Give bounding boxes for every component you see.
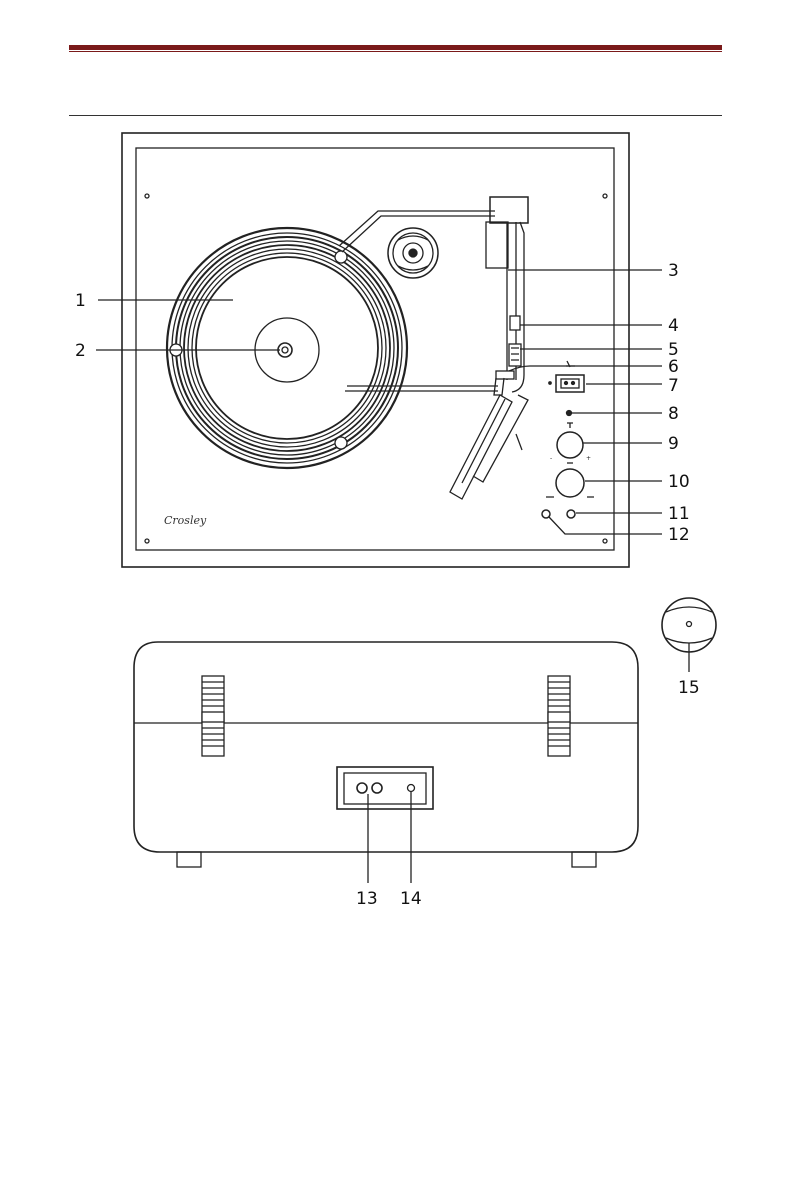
tonearm: [450, 197, 528, 499]
tonearm-frame: [339, 211, 498, 391]
adapter-detail: [662, 598, 716, 672]
callout-8: 8: [668, 404, 679, 424]
headphone-jack: [567, 510, 575, 518]
brand-logo: Crosley: [164, 514, 207, 527]
callout-15: 15: [678, 678, 700, 698]
hinge-right: [548, 676, 570, 756]
callout-9: 9: [668, 434, 679, 454]
callout-3: 3: [668, 261, 679, 281]
aux-in-jack: [542, 510, 550, 518]
volume-knob: [546, 463, 594, 497]
callout-4: 4: [668, 316, 679, 336]
callout-7: 7: [668, 376, 679, 396]
callout-2: 2: [75, 341, 86, 361]
hinge-left: [202, 676, 224, 756]
led-indicator: [567, 411, 572, 416]
callout-leaders-back: [368, 792, 411, 883]
rear-panel: [337, 767, 433, 809]
callout-14: 14: [400, 889, 422, 909]
pitch-minus-label: -: [550, 455, 552, 462]
callout-12: 12: [668, 525, 690, 545]
callout-1: 1: [75, 291, 86, 311]
pitch-plus-label: +: [586, 455, 591, 462]
callout-11: 11: [668, 504, 690, 524]
callout-13: 13: [356, 889, 378, 909]
callout-6: 6: [668, 357, 679, 377]
pitch-knob: [557, 423, 583, 458]
adapter-45: [388, 228, 438, 278]
callout-10: 10: [668, 472, 690, 492]
